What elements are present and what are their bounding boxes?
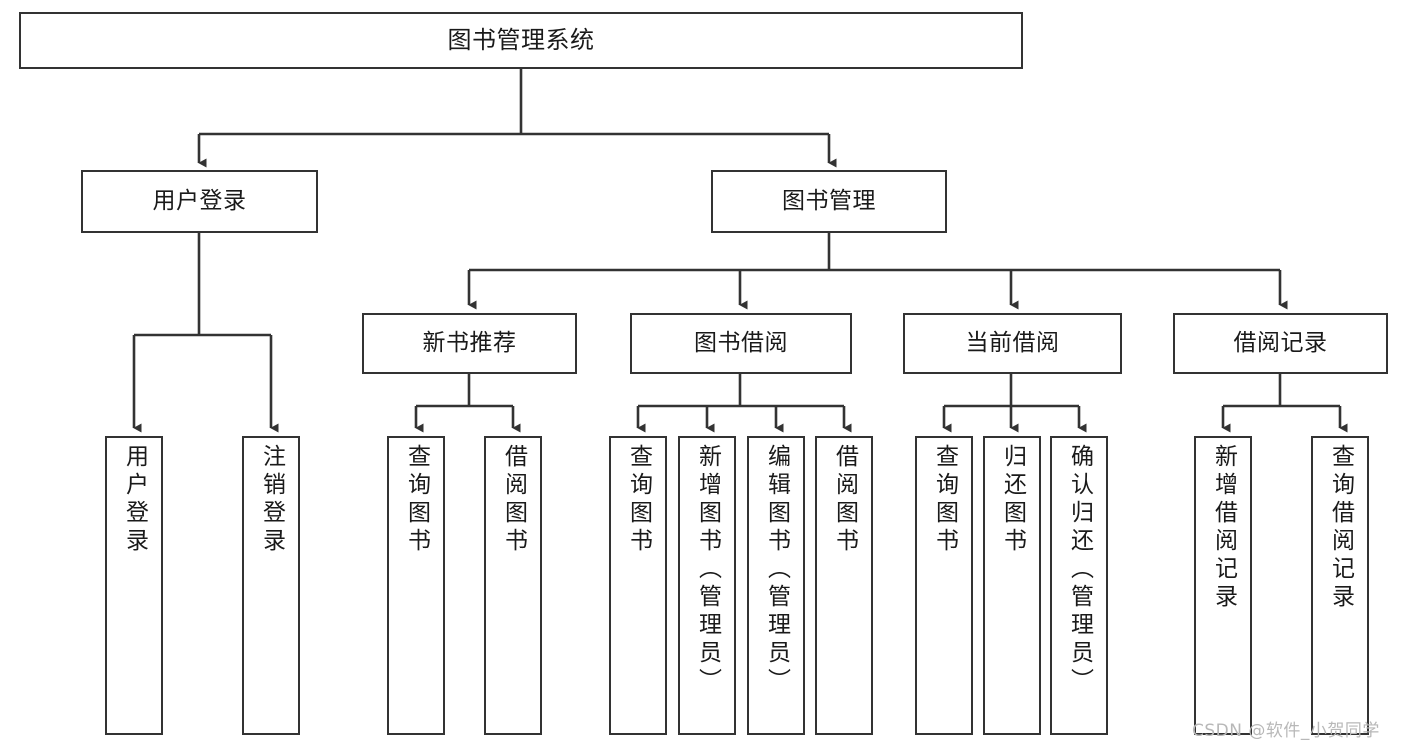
leaf-logout[interactable]: 注销登录 [242, 436, 300, 735]
node-root[interactable]: 图书管理系统 [19, 12, 1023, 69]
leaf-user-login[interactable]: 用户登录 [105, 436, 163, 735]
node-book-manage[interactable]: 图书管理 [711, 170, 947, 233]
leaf-return-book-label: 归还图书 [999, 444, 1026, 556]
leaf-edit-book[interactable]: 编辑图书（管理员） [747, 436, 805, 735]
node-book-manage-label: 图书管理 [782, 187, 876, 214]
leaf-add-borrow-record-label: 新增借阅记录 [1210, 444, 1237, 612]
leaf-query-book-current[interactable]: 查询图书 [915, 436, 973, 735]
leaf-query-book-recommend-label: 查询图书 [403, 444, 430, 556]
leaf-add-book-label: 新增图书（管理员） [694, 444, 721, 696]
leaf-borrow-book-label: 借阅图书 [831, 444, 858, 556]
leaf-query-book-recommend[interactable]: 查询图书 [387, 436, 445, 735]
node-user-login[interactable]: 用户登录 [81, 170, 318, 233]
leaf-query-borrow-record-label: 查询借阅记录 [1327, 444, 1354, 612]
leaf-add-borrow-record[interactable]: 新增借阅记录 [1194, 436, 1252, 735]
node-new-book-recommend-label: 新书推荐 [422, 329, 517, 356]
leaf-user-login-label: 用户登录 [121, 444, 148, 556]
node-user-login-label: 用户登录 [152, 187, 247, 214]
node-borrow-record[interactable]: 借阅记录 [1173, 313, 1388, 374]
csdn-watermark: CSDN @软件_小贺同学 [1192, 721, 1380, 741]
leaf-query-book-borrow-label: 查询图书 [625, 444, 652, 556]
leaf-return-book[interactable]: 归还图书 [983, 436, 1041, 735]
leaf-borrow-book-recommend[interactable]: 借阅图书 [484, 436, 542, 735]
leaf-edit-book-label: 编辑图书（管理员） [763, 444, 790, 696]
leaf-confirm-return[interactable]: 确认归还（管理员） [1050, 436, 1108, 735]
leaf-query-book-borrow[interactable]: 查询图书 [609, 436, 667, 735]
leaf-query-book-current-label: 查询图书 [931, 444, 958, 556]
leaf-query-borrow-record[interactable]: 查询借阅记录 [1311, 436, 1369, 735]
node-root-label: 图书管理系统 [447, 26, 595, 55]
node-new-book-recommend[interactable]: 新书推荐 [362, 313, 577, 374]
leaf-confirm-return-label: 确认归还（管理员） [1066, 444, 1093, 696]
node-book-borrow[interactable]: 图书借阅 [630, 313, 852, 374]
node-borrow-record-label: 借阅记录 [1233, 329, 1328, 356]
node-current-borrow-label: 当前借阅 [965, 329, 1060, 356]
leaf-borrow-book-recommend-label: 借阅图书 [500, 444, 527, 556]
node-book-borrow-label: 图书借阅 [694, 329, 788, 356]
leaf-borrow-book[interactable]: 借阅图书 [815, 436, 873, 735]
leaf-add-book[interactable]: 新增图书（管理员） [678, 436, 736, 735]
leaf-logout-label: 注销登录 [258, 444, 285, 556]
node-current-borrow[interactable]: 当前借阅 [903, 313, 1122, 374]
